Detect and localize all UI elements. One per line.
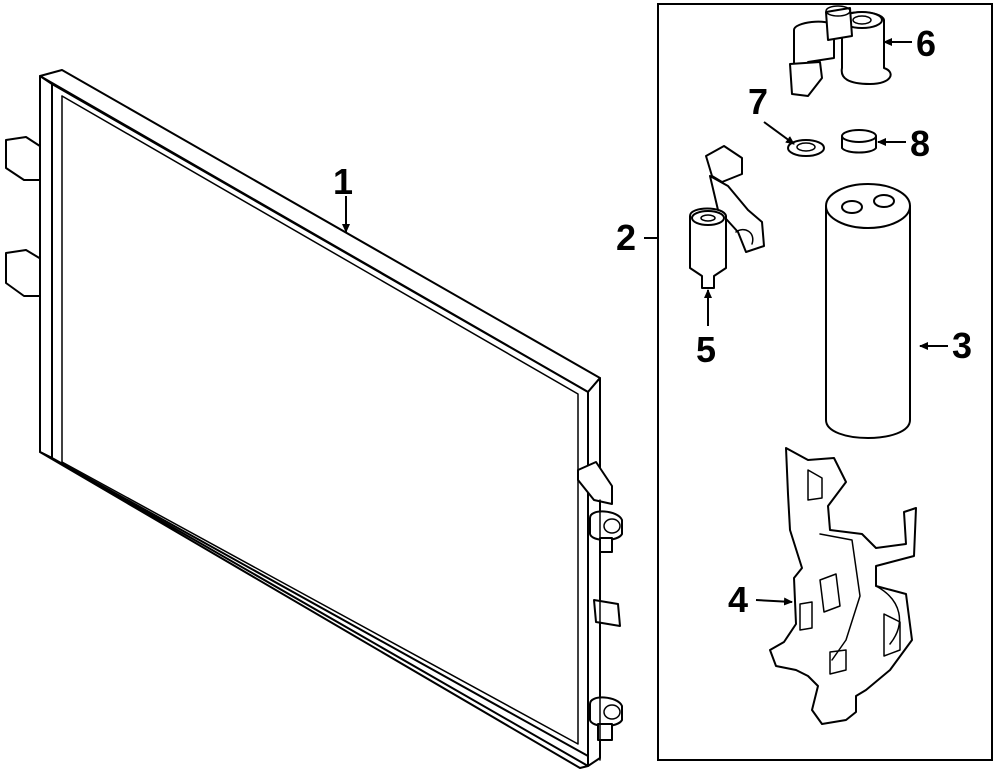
callout-6: 6 [916, 23, 936, 64]
receiver-drier[interactable] [825, 183, 911, 439]
callout-4: 4 [728, 579, 748, 620]
leader-lines [342, 38, 948, 606]
mounting-bracket[interactable] [769, 447, 917, 725]
pressure-fitting[interactable] [789, 5, 892, 97]
callout-7: 7 [748, 81, 768, 122]
callout-1: 1 [333, 161, 353, 202]
assembly-frame [657, 3, 993, 761]
o-ring[interactable] [787, 139, 825, 157]
callout-3: 3 [952, 325, 972, 366]
condenser[interactable] [5, 69, 623, 769]
drier-bracket[interactable] [689, 145, 765, 289]
callout-5: 5 [696, 329, 716, 370]
seal-cap[interactable] [841, 129, 877, 154]
callout-2: 2 [616, 217, 636, 258]
callout-8: 8 [910, 123, 930, 164]
